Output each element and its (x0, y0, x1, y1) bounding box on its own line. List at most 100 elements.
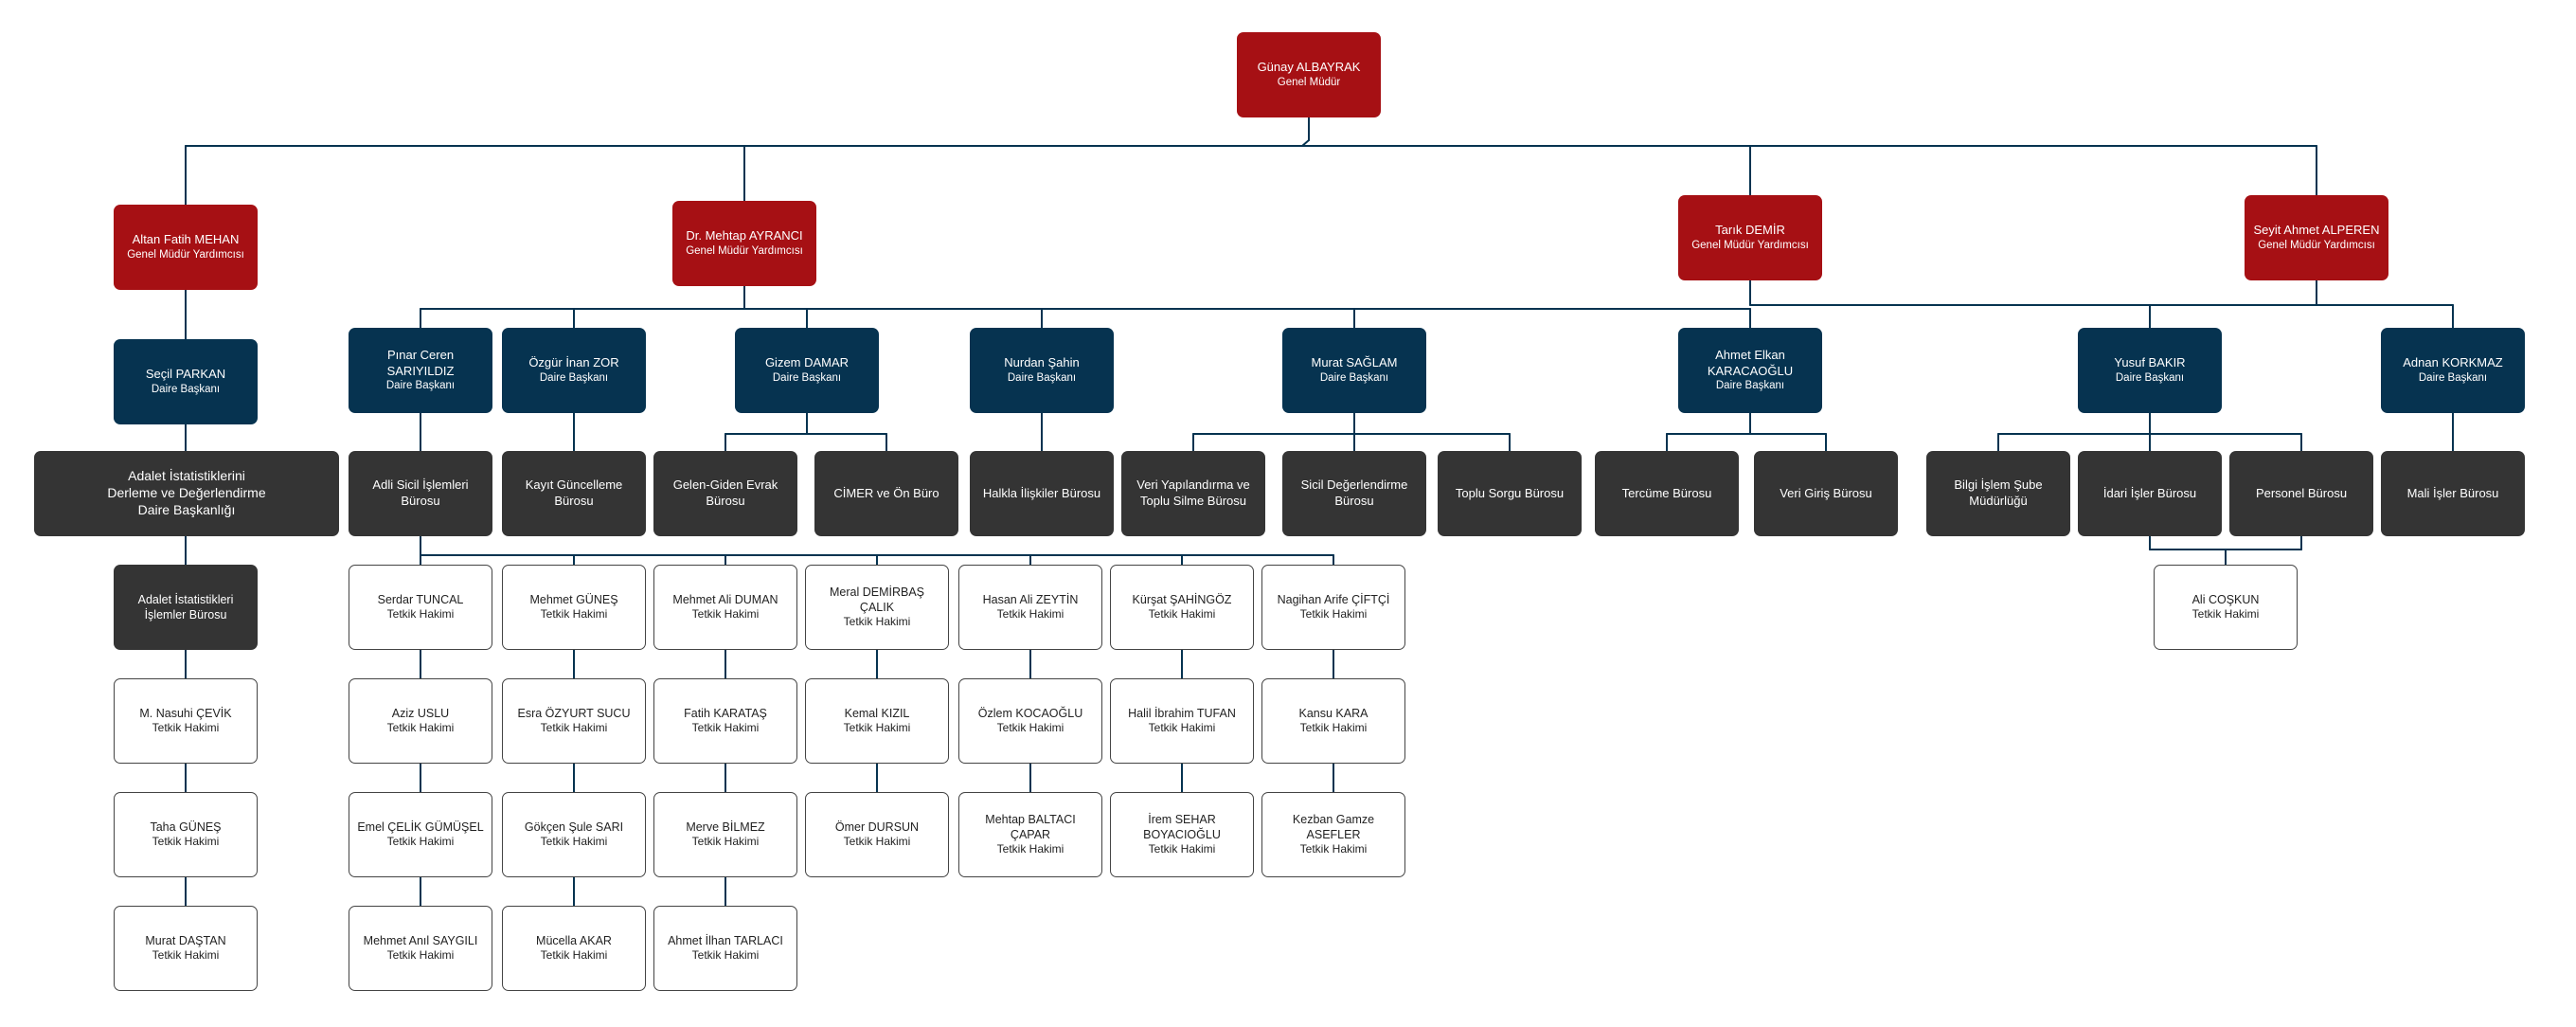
node-name: Adalet İstatistiklerini Derleme ve Değer… (107, 468, 266, 517)
judge-karatas-box[interactable]: Fatih KARATAŞ Tetkik Hakimi (653, 678, 797, 764)
node-title: Tetkik Hakimi (1148, 842, 1216, 856)
node-name: Halkla İlişkiler Bürosu (982, 485, 1101, 500)
judge-gumusel-box[interactable]: Emel ÇELİK GÜMÜŞEL Tetkik Hakimi (349, 792, 492, 877)
node-title: Tetkik Hakimi (691, 607, 760, 622)
node-name: Kürşat ŞAHİNGÖZ (1132, 593, 1232, 607)
node-title: Tetkik Hakimi (996, 607, 1064, 622)
node-name: Murat SAĞLAM (1311, 355, 1398, 370)
node-name: Özlem KOCAOĞLU (977, 707, 1083, 721)
node-title: Daire Başkanı (772, 371, 842, 384)
judge-tarlaci-box[interactable]: Ahmet İlhan TARLACI Tetkik Hakimi (653, 906, 797, 991)
node-title: Tetkik Hakimi (386, 607, 455, 622)
judge-kara-box[interactable]: Kansu KARA Tetkik Hakimi (1261, 678, 1405, 764)
judge-gunes-mehmet-box[interactable]: Mehmet GÜNEŞ Tetkik Hakimi (502, 565, 646, 650)
judge-uslu-box[interactable]: Aziz USLU Tetkik Hakimi (349, 678, 492, 764)
general-director-box[interactable]: Günay ALBAYRAK Genel Müdür (1237, 32, 1381, 117)
unit-gelen-giden-box[interactable]: Gelen-Giden Evrak Bürosu (653, 451, 797, 536)
judge-calik-box[interactable]: Meral DEMİRBAŞ ÇALIK Tetkik Hakimi (805, 565, 949, 650)
unit-halkla-box[interactable]: Halkla İlişkiler Bürosu (970, 451, 1114, 536)
node-name: Altan Fatih MEHAN (132, 232, 240, 247)
unit-adalet-islemler-box[interactable]: Adalet İstatistikleri İşlemler Bürosu (114, 565, 258, 650)
judge-dastan-box[interactable]: Murat DAŞTAN Tetkik Hakimi (114, 906, 258, 991)
judge-kocaoglu-box[interactable]: Özlem KOCAOĞLU Tetkik Hakimi (958, 678, 1102, 764)
unit-veri-yapilandirma-box[interactable]: Veri Yapılandırma ve Toplu Silme Bürosu (1121, 451, 1265, 536)
dept-head-damar-box[interactable]: Gizem DAMAR Daire Başkanı (735, 328, 879, 413)
node-name: CİMER ve Ön Büro (833, 485, 939, 500)
node-title: Tetkik Hakimi (386, 948, 455, 963)
judge-zeytin-box[interactable]: Hasan Ali ZEYTİN Tetkik Hakimi (958, 565, 1102, 650)
dept-head-sariyildiz-box[interactable]: Pınar Ceren SARIYILDIZ Daire Başkanı (349, 328, 492, 413)
unit-toplu-sorgu-box[interactable]: Toplu Sorgu Bürosu (1438, 451, 1582, 536)
unit-veri-giris-box[interactable]: Veri Giriş Bürosu (1754, 451, 1898, 536)
judge-sari-box[interactable]: Gökçen Şule SARI Tetkik Hakimi (502, 792, 646, 877)
judge-tufan-box[interactable]: Halil İbrahim TUFAN Tetkik Hakimi (1110, 678, 1254, 764)
judge-cevik-box[interactable]: M. Nasuhi ÇEVİK Tetkik Hakimi (114, 678, 258, 764)
node-name: Veri Giriş Bürosu (1780, 485, 1872, 500)
node-name: Ömer DURSUN (834, 820, 920, 835)
dept-head-saglam-box[interactable]: Murat SAĞLAM Daire Başkanı (1282, 328, 1426, 413)
dept-head-korkmaz-box[interactable]: Adnan KORKMAZ Daire Başkanı (2381, 328, 2525, 413)
node-title: Genel Müdür Yardımcısı (686, 244, 803, 257)
judge-dursun-box[interactable]: Ömer DURSUN Tetkik Hakimi (805, 792, 949, 877)
judge-capar-box[interactable]: Mehtap BALTACI ÇAPAR Tetkik Hakimi (958, 792, 1102, 877)
node-name: Seyit Ahmet ALPEREN (2253, 223, 2380, 238)
node-name: Mehmet Anıl SAYGILI (363, 934, 478, 948)
node-name: Sicil Değerlendirme Bürosu (1300, 477, 1408, 508)
judge-tuncal-box[interactable]: Serdar TUNCAL Tetkik Hakimi (349, 565, 492, 650)
dept-head-bakir-box[interactable]: Yusuf BAKIR Daire Başkanı (2078, 328, 2222, 413)
judge-coskun-box[interactable]: Ali COŞKUN Tetkik Hakimi (2154, 565, 2298, 650)
unit-idari-isler-box[interactable]: İdari İşler Bürosu (2078, 451, 2222, 536)
node-title: Daire Başkanı (2418, 371, 2488, 384)
unit-mali-isler-box[interactable]: Mali İşler Bürosu (2381, 451, 2525, 536)
judge-ciftci-box[interactable]: Nagihan Arife ÇİFTÇİ Tetkik Hakimi (1261, 565, 1405, 650)
unit-personel-box[interactable]: Personel Bürosu (2229, 451, 2373, 536)
node-title: Daire Başkanı (1007, 371, 1077, 384)
judge-duman-box[interactable]: Mehmet Ali DUMAN Tetkik Hakimi (653, 565, 797, 650)
judge-asefler-box[interactable]: Kezban Gamze ASEFLER Tetkik Hakimi (1261, 792, 1405, 877)
node-name: Ahmet Elkan KARACAOĞLU (1707, 348, 1794, 378)
node-name: Veri Yapılandırma ve Toplu Silme Bürosu (1136, 477, 1250, 508)
node-name: Kezban Gamze ASEFLER (1292, 813, 1375, 842)
node-name: Ali COŞKUN (2191, 593, 2260, 607)
unit-cimer-box[interactable]: CİMER ve Ön Büro (814, 451, 958, 536)
dept-head-karacaoglu-box[interactable]: Ahmet Elkan KARACAOĞLU Daire Başkanı (1678, 328, 1822, 413)
node-name: Halil İbrahim TUFAN (1128, 707, 1236, 721)
node-name: Nurdan Şahin (1004, 355, 1080, 370)
judge-sucu-box[interactable]: Esra ÖZYURT SUCU Tetkik Hakimi (502, 678, 646, 764)
node-name: Kemal KIZIL (844, 707, 910, 721)
dept-head-zor-box[interactable]: Özgür İnan ZOR Daire Başkanı (502, 328, 646, 413)
node-title: Genel Müdür Yardımcısı (127, 248, 244, 261)
judge-kizil-box[interactable]: Kemal KIZIL Tetkik Hakimi (805, 678, 949, 764)
node-name: Fatih KARATAŞ (684, 707, 767, 721)
node-title: Tetkik Hakimi (1148, 607, 1216, 622)
node-name: Personel Bürosu (2255, 485, 2348, 500)
judge-saygili-box[interactable]: Mehmet Anıl SAYGILI Tetkik Hakimi (349, 906, 492, 991)
unit-tercume-box[interactable]: Tercüme Bürosu (1595, 451, 1739, 536)
node-name: Günay ALBAYRAK (1257, 60, 1361, 75)
dept-head-parkan-box[interactable]: Seçil PARKAN Daire Başkanı (114, 339, 258, 424)
judge-sahingoz-box[interactable]: Kürşat ŞAHİNGÖZ Tetkik Hakimi (1110, 565, 1254, 650)
unit-sicil-degerlendirme-box[interactable]: Sicil Değerlendirme Bürosu (1282, 451, 1426, 536)
deputy-director-alperen-box[interactable]: Seyit Ahmet ALPEREN Genel Müdür Yardımcı… (2245, 195, 2388, 280)
judge-gunes-taha-box[interactable]: Taha GÜNEŞ Tetkik Hakimi (114, 792, 258, 877)
node-title: Tetkik Hakimi (540, 607, 608, 622)
unit-adalet-daire-box[interactable]: Adalet İstatistiklerini Derleme ve Değer… (34, 451, 339, 536)
judge-akar-box[interactable]: Mücella AKAR Tetkik Hakimi (502, 906, 646, 991)
node-title: Tetkik Hakimi (996, 842, 1064, 856)
node-name: Özgür İnan ZOR (528, 355, 619, 370)
judge-bilmez-box[interactable]: Merve BİLMEZ Tetkik Hakimi (653, 792, 797, 877)
node-title: Tetkik Hakimi (691, 835, 760, 849)
node-title: Tetkik Hakimi (152, 721, 220, 735)
node-name: Seçil PARKAN (145, 367, 226, 382)
deputy-director-mehan-box[interactable]: Altan Fatih MEHAN Genel Müdür Yardımcısı (114, 205, 258, 290)
dept-head-sahin-box[interactable]: Nurdan Şahin Daire Başkanı (970, 328, 1114, 413)
unit-adli-sicil-box[interactable]: Adli Sicil İşlemleri Bürosu (349, 451, 492, 536)
deputy-director-demir-box[interactable]: Tarık DEMİR Genel Müdür Yardımcısı (1678, 195, 1822, 280)
unit-kayit-box[interactable]: Kayıt Güncelleme Bürosu (502, 451, 646, 536)
judge-boyacioglu-box[interactable]: İrem SEHAR BOYACIOĞLU Tetkik Hakimi (1110, 792, 1254, 877)
node-name: Mali İşler Bürosu (2406, 485, 2499, 500)
unit-bilgi-islem-box[interactable]: Bilgi İşlem Şube Müdürlüğü (1926, 451, 2070, 536)
node-name: İrem SEHAR BOYACIOĞLU (1143, 813, 1221, 842)
deputy-director-ayranci-box[interactable]: Dr. Mehtap AYRANCI Genel Müdür Yardımcıs… (672, 201, 816, 286)
node-title: Tetkik Hakimi (996, 721, 1064, 735)
